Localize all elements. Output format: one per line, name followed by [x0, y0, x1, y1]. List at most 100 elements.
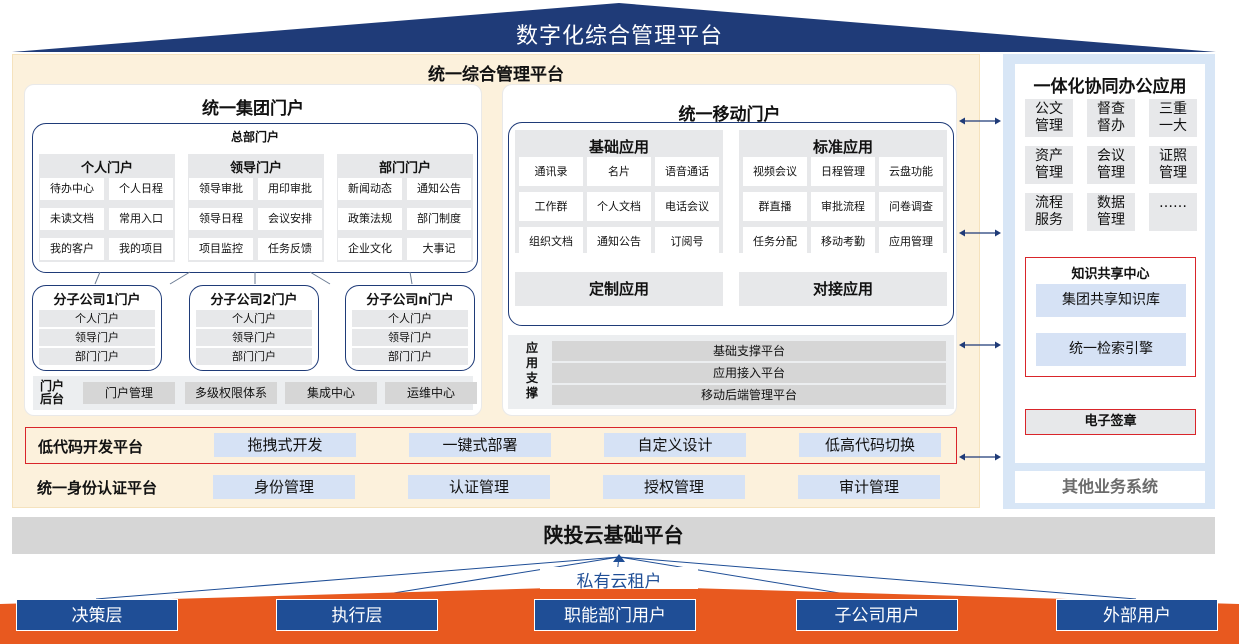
mobile-app-item[interactable]: 订阅号: [655, 227, 719, 256]
office-app-item[interactable]: 公文 管理: [1025, 99, 1073, 137]
lowcode-item[interactable]: 拖拽式开发: [214, 433, 356, 457]
portal-link[interactable]: 企业文化: [338, 238, 402, 260]
office-app-item[interactable]: 数据 管理: [1087, 193, 1135, 231]
standard-apps-title: 标准应用: [812, 138, 873, 156]
mobile-app-item[interactable]: 通知公告: [587, 227, 651, 256]
user-group-1[interactable]: 执行层: [276, 599, 438, 631]
portal-link[interactable]: 新闻动态: [338, 178, 402, 200]
user-group-4[interactable]: 外部用户: [1056, 599, 1218, 631]
portal-link[interactable]: 任务反馈: [258, 238, 322, 260]
knowledge-center-title: 知识共享中心: [1071, 267, 1150, 282]
hq-portal-box: 总部门户 个人门户待办中心个人日程未读文档常用入口我的客户我的项目领导门户领导审…: [32, 123, 478, 273]
mobile-app-item[interactable]: 审批流程: [811, 192, 875, 221]
page-title: 数字化综合管理平台: [515, 24, 723, 49]
portal-link[interactable]: 个人日程: [109, 178, 173, 200]
office-app-item[interactable]: 会议 管理: [1087, 146, 1135, 184]
sub-portal-link[interactable]: 领导门户: [39, 329, 155, 346]
e-signature-button[interactable]: 电子签章: [1025, 409, 1196, 435]
lowcode-item[interactable]: 低高代码切换: [799, 433, 941, 457]
custom-apps[interactable]: 定制应用: [515, 272, 723, 306]
portal-link[interactable]: 领导审批: [189, 178, 253, 200]
mobile-app-item[interactable]: 视频会议: [743, 157, 807, 186]
other-systems: 其他业务系统: [1015, 471, 1205, 503]
identity-item[interactable]: 认证管理: [408, 475, 550, 499]
mobile-app-item[interactable]: 通讯录: [519, 157, 583, 186]
lowcode-label: 低代码开发平台: [38, 438, 144, 456]
app-support-row: 应用支撑 基础支撑平台应用接入平台移动后端管理平台: [508, 335, 954, 409]
mobile-app-item[interactable]: 语音通话: [655, 157, 719, 186]
sub-portal-link[interactable]: 个人门户: [196, 310, 312, 327]
mobile-app-item[interactable]: 应用管理: [879, 227, 943, 256]
portal-link[interactable]: 项目监控: [189, 238, 253, 260]
mobile-app-item[interactable]: 问卷调查: [879, 192, 943, 221]
mobile-app-item[interactable]: 个人文档: [587, 192, 651, 221]
portal-link[interactable]: 常用入口: [109, 208, 173, 230]
portal-link[interactable]: 领导日程: [189, 208, 253, 230]
mobile-app-item[interactable]: 工作群: [519, 192, 583, 221]
private-cloud-tenant: 私有云租户: [540, 567, 698, 592]
portal-link[interactable]: 我的客户: [40, 238, 104, 260]
office-app-item[interactable]: 流程 服务: [1025, 193, 1073, 231]
mobile-app-item[interactable]: 日程管理: [811, 157, 875, 186]
user-group-3[interactable]: 子公司用户: [796, 599, 958, 631]
sub-portal-link[interactable]: 部门门户: [39, 348, 155, 365]
portal-backend-label: 门户 后台: [39, 379, 64, 406]
basic-apps-title: 基础应用: [588, 138, 649, 156]
basic-apps-panel: 基础应用 通讯录名片语音通话工作群个人文档电话会议组织文档通知公告订阅号: [515, 130, 723, 256]
support-item[interactable]: 应用接入平台: [552, 363, 946, 383]
sub-portal-link[interactable]: 个人门户: [39, 310, 155, 327]
sub-portal-link[interactable]: 领导门户: [196, 329, 312, 346]
mobile-apps-box: 基础应用 通讯录名片语音通话工作群个人文档电话会议组织文档通知公告订阅号 标准应…: [508, 122, 954, 326]
support-item[interactable]: 移动后端管理平台: [552, 385, 946, 405]
portal-link[interactable]: 会议安排: [258, 208, 322, 230]
mobile-app-item[interactable]: 组织文档: [519, 227, 583, 256]
backend-item[interactable]: 集成中心: [285, 382, 377, 404]
portal-link[interactable]: 未读文档: [40, 208, 104, 230]
standard-apps-panel: 标准应用 视频会议日程管理云盘功能群直播审批流程问卷调查任务分配移动考勤应用管理: [739, 130, 947, 256]
backend-item[interactable]: 多级权限体系: [185, 382, 277, 404]
mobile-app-item[interactable]: 群直播: [743, 192, 807, 221]
hq-column-title: 部门门户: [378, 161, 431, 176]
portal-link[interactable]: 部门制度: [407, 208, 471, 230]
identity-item[interactable]: 审计管理: [798, 475, 940, 499]
lowcode-item[interactable]: 一键式部署: [409, 433, 551, 457]
portal-link[interactable]: 用印审批: [258, 178, 322, 200]
lowcode-platform-row: 低代码开发平台 拖拽式开发 一键式部署 自定义设计 低高代码切换: [25, 427, 957, 464]
sub-portal-link[interactable]: 部门门户: [352, 348, 468, 365]
mobile-app-item[interactable]: 电话会议: [655, 192, 719, 221]
group-portal-title: 统一集团门户: [202, 99, 304, 119]
sub-portal-link[interactable]: 个人门户: [352, 310, 468, 327]
mobile-app-item[interactable]: 任务分配: [743, 227, 807, 256]
hq-column-title: 个人门户: [80, 161, 133, 176]
hq-column: 部门门户新闻动态通知公告政策法规部门制度企业文化大事记: [337, 154, 473, 262]
office-app-item[interactable]: 证照 管理: [1149, 146, 1197, 184]
bidirectional-arrow-icon: [959, 341, 1001, 349]
dock-apps[interactable]: 对接应用: [739, 272, 947, 306]
identity-item[interactable]: 授权管理: [603, 475, 745, 499]
mobile-app-item[interactable]: 移动考勤: [811, 227, 875, 256]
knowledge-base-button[interactable]: 集团共享知识库: [1036, 284, 1186, 317]
sub-portal-link[interactable]: 领导门户: [352, 329, 468, 346]
backend-item[interactable]: 运维中心: [385, 382, 477, 404]
office-app-item[interactable]: 资产 管理: [1025, 146, 1073, 184]
mobile-app-item[interactable]: 名片: [587, 157, 651, 186]
backend-item[interactable]: 门户管理: [83, 382, 175, 404]
sub-portal-box: 分子公司1门户个人门户领导门户部门门户: [32, 285, 162, 371]
lowcode-item[interactable]: 自定义设计: [604, 433, 746, 457]
portal-link[interactable]: 政策法规: [338, 208, 402, 230]
support-item[interactable]: 基础支撑平台: [552, 341, 946, 361]
office-app-item[interactable]: 三重 一大: [1149, 99, 1197, 137]
portal-link[interactable]: 大事记: [407, 238, 471, 260]
office-app-item[interactable]: ……: [1149, 193, 1197, 231]
search-engine-button[interactable]: 统一检索引擎: [1036, 333, 1186, 366]
mobile-app-item[interactable]: 云盘功能: [879, 157, 943, 186]
sub-portal-link[interactable]: 部门门户: [196, 348, 312, 365]
portal-link[interactable]: 我的项目: [109, 238, 173, 260]
user-group-2[interactable]: 职能部门用户: [534, 599, 696, 631]
portal-link[interactable]: 通知公告: [407, 178, 471, 200]
mobile-portal-card: 统一移动门户 基础应用 通讯录名片语音通话工作群个人文档电话会议组织文档通知公告…: [502, 84, 957, 416]
identity-item[interactable]: 身份管理: [213, 475, 355, 499]
office-app-item[interactable]: 督查 督办: [1087, 99, 1135, 137]
portal-link[interactable]: 待办中心: [40, 178, 104, 200]
user-group-0[interactable]: 决策层: [16, 599, 178, 631]
